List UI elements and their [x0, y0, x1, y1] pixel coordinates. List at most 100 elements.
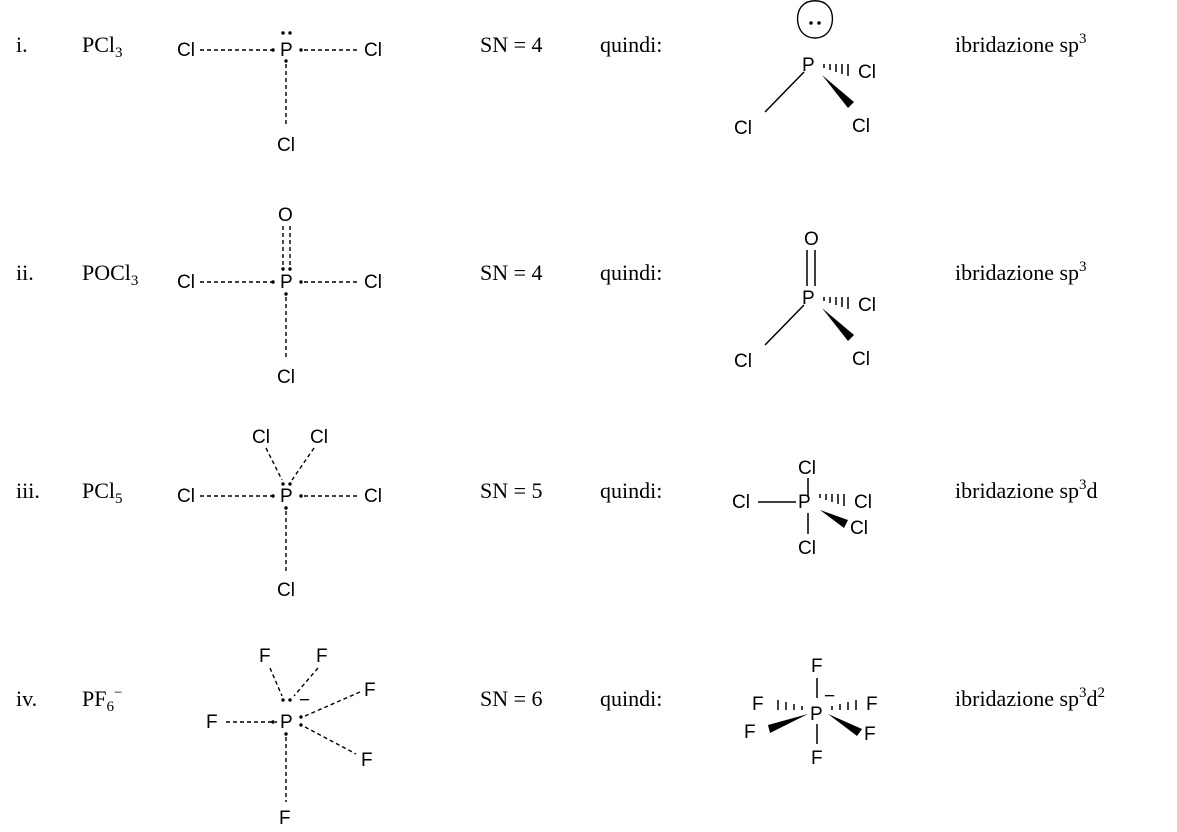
formula-subscript: 3	[130, 273, 139, 289]
geom-atom-right-wedge: Cl	[852, 349, 870, 370]
geom-atom-left: Cl	[734, 351, 752, 372]
hybridization-tail: d	[1086, 478, 1098, 503]
bond-dot	[299, 723, 303, 727]
lewis-atom-bottom: Cl	[277, 135, 295, 156]
lewis-atom-top-right: F	[316, 646, 328, 667]
lewis-bond-top-right	[291, 447, 315, 481]
steric-number: SN = 5	[480, 478, 543, 503]
bond-dot	[271, 280, 275, 284]
bond-dot	[281, 698, 285, 702]
lewis-atom-top-left: Cl	[252, 427, 270, 448]
geom-wedge-bond	[820, 510, 848, 528]
steric-number: SN = 4	[480, 260, 543, 285]
lewis-atom-left: Cl	[177, 40, 195, 61]
geom-atom-right-wedge: Cl	[852, 116, 870, 137]
hybridization-sup: 3	[1079, 31, 1087, 47]
bond-dot	[284, 292, 288, 296]
bond-dot	[299, 715, 303, 719]
bond-dot	[284, 59, 288, 63]
row-pocl3: ii. POCl3 O Cl P Cl Cl SN = 4 quindi: O …	[0, 205, 1177, 416]
geom-atom-top: Cl	[798, 458, 816, 479]
lewis-structure-pocl3: O Cl P Cl Cl	[177, 205, 382, 388]
formula-charge: −	[113, 685, 123, 701]
hybridization-label: ibridazione sp3d2	[955, 685, 1105, 711]
lewis-atom-center: P	[280, 712, 293, 733]
lewis-structure-pcl5: Cl Cl Cl P Cl Cl	[177, 427, 382, 601]
lone-pair-dot	[288, 31, 292, 35]
lewis-atom-right-down: F	[361, 750, 373, 771]
formula-main: PF	[82, 686, 107, 711]
lewis-atom-right: Cl	[364, 486, 382, 507]
molecule-formula: PCl5	[82, 478, 123, 507]
row-roman-numeral: ii.	[16, 260, 34, 285]
geom-atom-left-wedge: F	[744, 722, 756, 743]
row-roman-numeral: i.	[16, 32, 28, 57]
bond-dot	[299, 280, 303, 284]
lewis-atom-right-up: F	[364, 680, 376, 701]
bond-dot	[288, 482, 292, 486]
geom-wedge-bond	[822, 308, 854, 341]
molecule-formula: PF6−	[82, 685, 123, 715]
lewis-atom-left: F	[206, 712, 218, 733]
geom-wedge-bond-left	[768, 714, 808, 733]
molecule-formula: PCl3	[82, 34, 123, 61]
bond-dot	[271, 494, 275, 498]
bond-dot	[284, 732, 288, 736]
lone-pair-dot	[817, 21, 821, 25]
geom-atom-bottom: F	[811, 748, 823, 769]
hybridization-sup: 3	[1079, 259, 1087, 275]
geometry-pcl3: P Cl Cl Cl	[734, 0, 876, 139]
lewis-atom-left: Cl	[177, 272, 195, 293]
bond-dot	[288, 698, 292, 702]
lewis-atom-top: O	[278, 205, 293, 226]
lewis-bond-top-right	[293, 667, 319, 697]
geom-wedge-bond	[822, 75, 854, 108]
geom-atom-top: F	[811, 656, 823, 677]
formula-main: PCl	[82, 478, 116, 503]
geometry-pcl5: Cl Cl P Cl Cl Cl	[732, 458, 872, 559]
hybridization-label: ibridazione sp3	[955, 259, 1087, 285]
row-pcl5: iii. PCl5 Cl Cl Cl P Cl Cl SN = 5 quindi…	[0, 416, 1177, 624]
lewis-structure-pf6: F F − F P F F F	[206, 646, 376, 829]
geom-atom-top: O	[804, 229, 819, 250]
lone-pair-dot	[281, 31, 285, 35]
hybridization-main: ibridazione sp	[955, 260, 1080, 285]
geometry-pocl3: O P Cl Cl Cl	[734, 229, 876, 372]
bond-dot	[271, 48, 275, 52]
steric-number: SN = 4	[480, 32, 543, 57]
lewis-atom-bottom: Cl	[277, 580, 295, 601]
geom-hash-bond-right	[831, 700, 857, 710]
steric-number: SN = 6	[480, 686, 543, 711]
lewis-atom-center: P	[280, 40, 293, 61]
bond-dot	[299, 494, 303, 498]
formula-main: POCl	[82, 260, 131, 285]
geom-atom-center: P	[810, 704, 823, 725]
quindi-label: quindi:	[600, 32, 663, 57]
bond-dot	[288, 267, 292, 271]
hybridization-sup: 3	[1079, 477, 1087, 493]
lone-pair-lobe	[796, 0, 834, 39]
hybridization-main: ibridazione sp	[955, 32, 1080, 57]
geom-atom-right-wedge: F	[864, 724, 876, 745]
hybridization-label: ibridazione sp3	[955, 31, 1087, 57]
bond-dot	[281, 482, 285, 486]
geom-atom-left: Cl	[734, 118, 752, 139]
hybridization-sup: 3	[1079, 685, 1087, 701]
geometry-pf6: F − P F F F F F	[744, 656, 878, 769]
formula-subscript: 5	[115, 491, 123, 507]
lewis-bond-right-down	[304, 726, 357, 755]
lewis-atom-center: P	[280, 272, 293, 293]
geom-atom-center: P	[802, 288, 815, 309]
formula-subscript: 3	[115, 45, 123, 61]
geom-atom-bottom: Cl	[798, 538, 816, 559]
hybridization-main: ibridazione sp	[955, 686, 1080, 711]
bond-dot	[299, 48, 303, 52]
lone-pair-dot	[809, 21, 813, 25]
geom-hash-bond	[823, 64, 849, 76]
formula-subscript: 6	[106, 699, 114, 715]
geom-hash-bond-left	[777, 700, 803, 710]
lewis-charge: −	[299, 690, 310, 711]
lewis-atom-top-right: Cl	[310, 427, 328, 448]
geom-atom-right-hash: Cl	[854, 492, 872, 513]
lewis-atom-bottom: F	[279, 808, 291, 829]
